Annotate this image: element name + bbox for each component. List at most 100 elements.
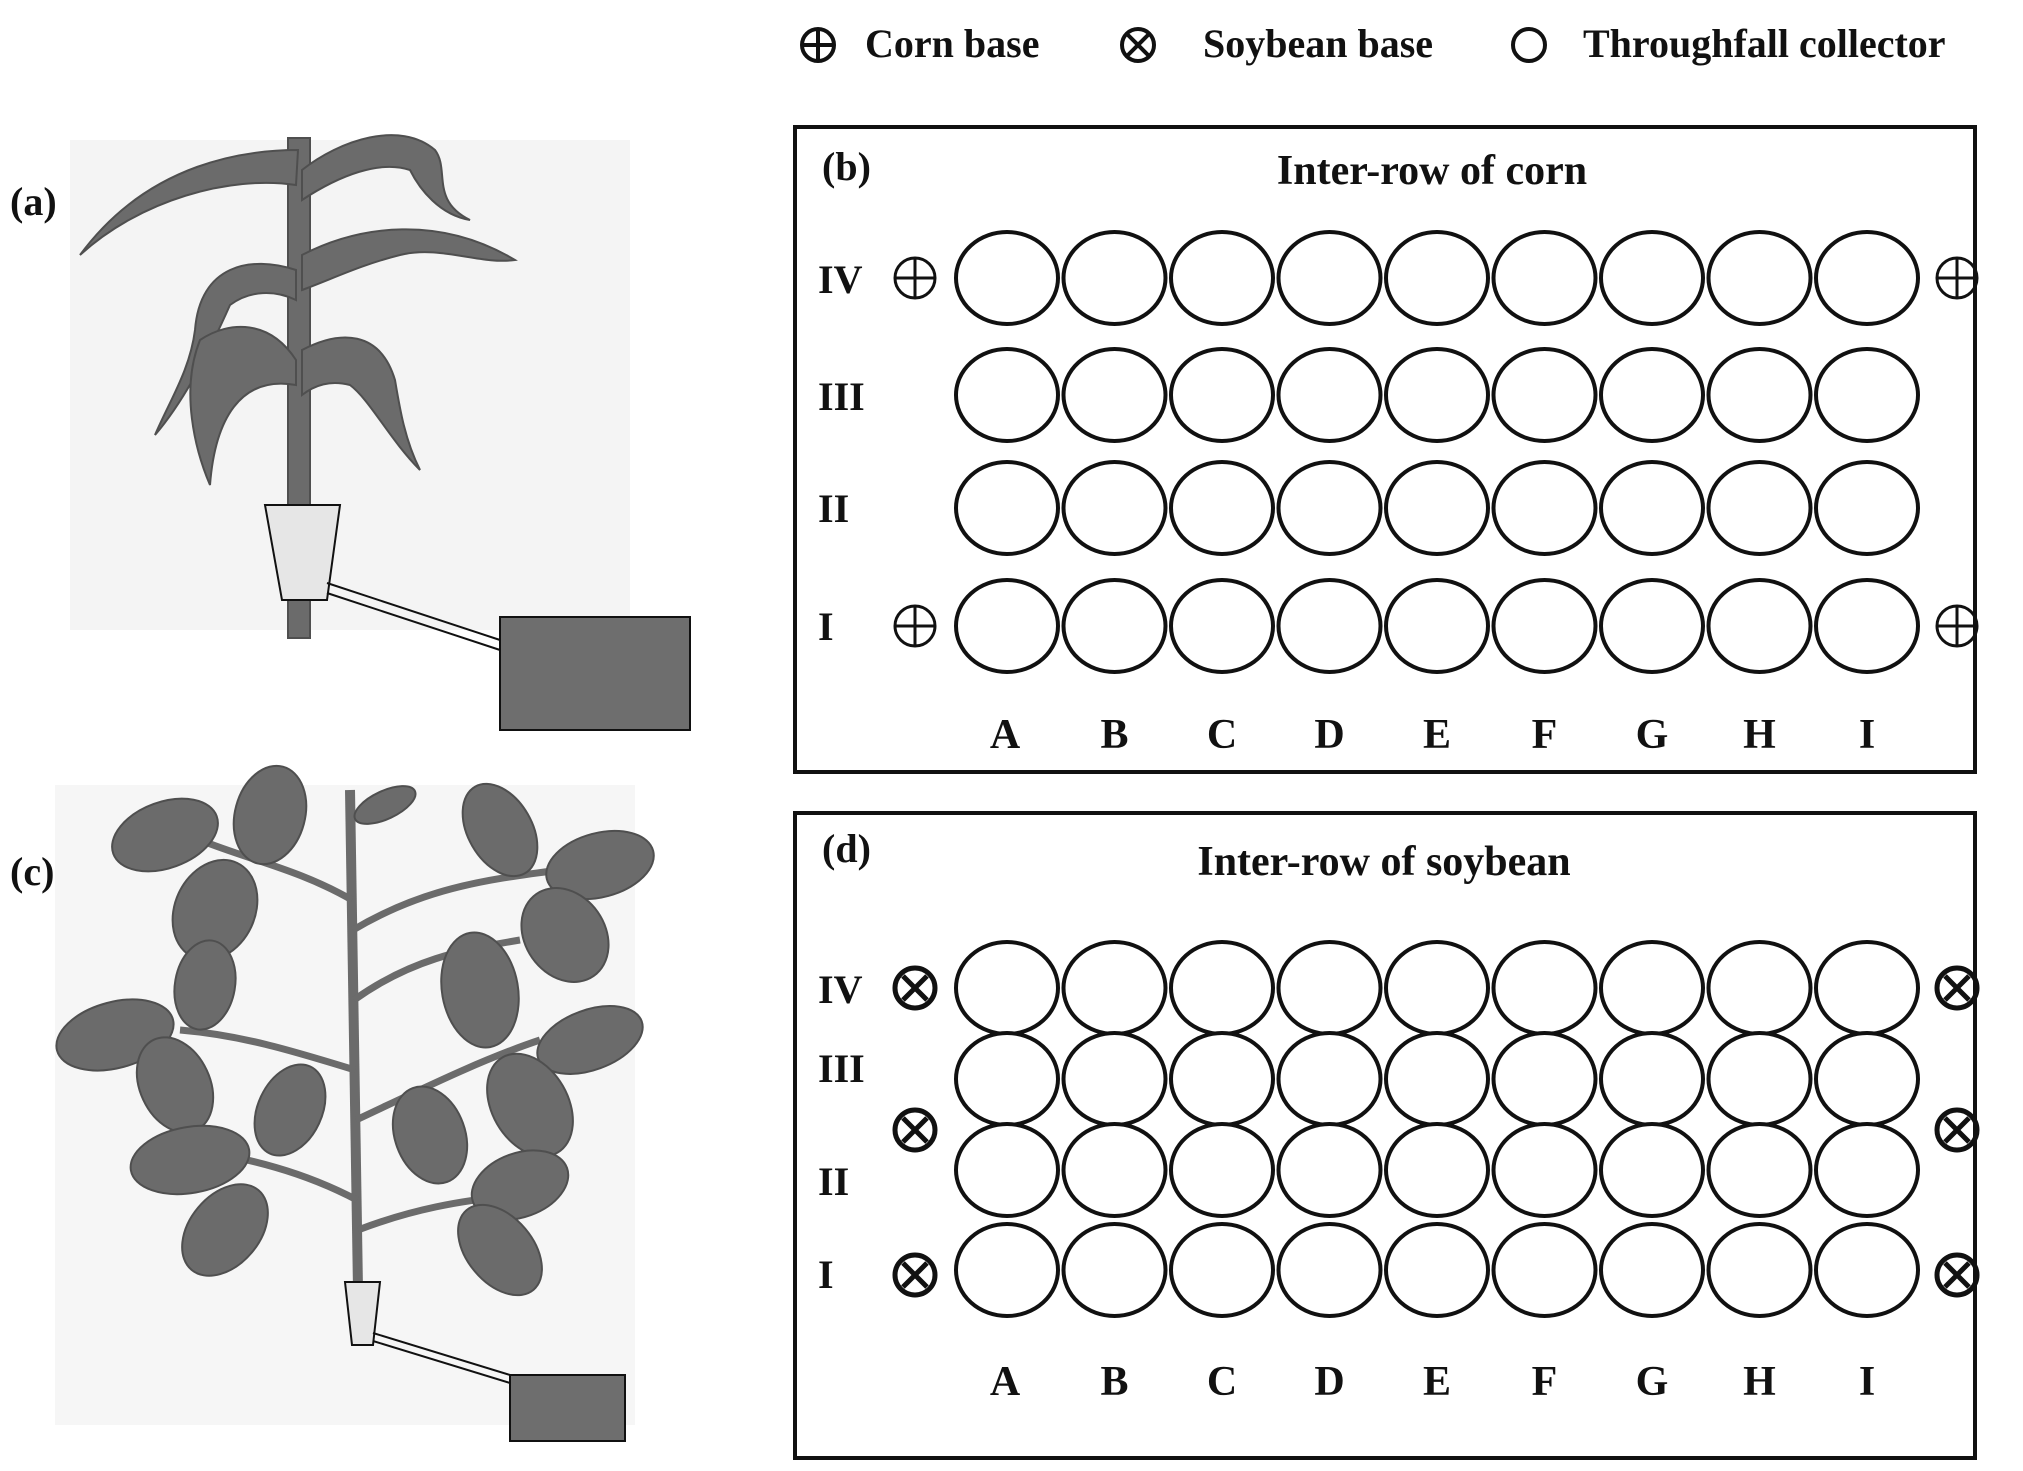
soybean-collector	[1276, 940, 1383, 1036]
soybean-collector	[1491, 1031, 1598, 1127]
corn-collector	[1169, 230, 1275, 326]
corn-collector	[1169, 347, 1275, 443]
soybean-column-label: C	[1207, 1359, 1237, 1405]
corn-column-label: A	[990, 712, 1021, 758]
soybean-collector	[1814, 1031, 1920, 1127]
soybean-row-label: IV	[818, 967, 863, 1012]
corn-collector	[1061, 578, 1168, 674]
collector-legend-icon	[1511, 27, 1547, 63]
soybean-collector	[1706, 940, 1813, 1036]
panel-c-label: (c)	[10, 849, 54, 894]
corn-base-legend-icon	[800, 27, 836, 63]
soybean-collector	[1706, 1222, 1813, 1318]
soybean-row-label: I	[818, 1252, 834, 1297]
corn-collector	[1814, 578, 1920, 674]
corn-collector	[1169, 460, 1275, 556]
soybean-plant-illustration	[55, 764, 655, 1442]
corn-collector	[1061, 230, 1168, 326]
soybean-collector	[1384, 1122, 1490, 1218]
corn-base-legend-label: Corn base	[865, 21, 1039, 66]
soybean-base-legend-icon	[1120, 27, 1156, 63]
corn-base-icon	[1935, 256, 1979, 300]
soybean-collector	[1061, 940, 1168, 1036]
corn-column-label: G	[1636, 712, 1669, 758]
soybean-collector	[1491, 1222, 1598, 1318]
soybean-column-label: G	[1636, 1359, 1669, 1405]
soybean-column-label: B	[1100, 1359, 1128, 1405]
corn-base-icon	[893, 604, 937, 648]
corn-collector	[1061, 347, 1168, 443]
corn-collector	[1599, 460, 1705, 556]
corn-collector	[1061, 460, 1168, 556]
soybean-base-icon	[892, 965, 938, 1011]
soybean-collector	[1169, 1122, 1275, 1218]
soybean-column-label: E	[1423, 1359, 1451, 1405]
corn-collector	[1384, 347, 1490, 443]
corn-base-icon	[1935, 604, 1979, 648]
corn-collector	[954, 230, 1060, 326]
soybean-column-label: H	[1743, 1359, 1776, 1405]
corn-collector	[1491, 347, 1598, 443]
corn-collector	[1814, 347, 1920, 443]
corn-collector	[1384, 460, 1490, 556]
soybean-row-label: III	[818, 1046, 865, 1091]
soybean-collector	[1276, 1122, 1383, 1218]
soybean-collector	[954, 1122, 1060, 1218]
soybean-collector	[1276, 1222, 1383, 1318]
corn-collector	[954, 460, 1060, 556]
corn-collector	[1814, 460, 1920, 556]
corn-row-label: IV	[818, 257, 863, 302]
soybean-column-label: I	[1859, 1359, 1875, 1405]
corn-collector	[1384, 578, 1490, 674]
corn-collector	[1706, 578, 1813, 674]
corn-column-label: B	[1100, 712, 1128, 758]
corn-collector	[1491, 578, 1598, 674]
soybean-row-label: II	[818, 1159, 849, 1204]
corn-collector	[1706, 460, 1813, 556]
panel-b-title: Inter-row of corn	[1277, 148, 1587, 194]
corn-column-label: H	[1743, 712, 1776, 758]
soybean-collector	[1814, 940, 1920, 1036]
corn-row-label: II	[818, 486, 849, 531]
corn-collector	[1599, 578, 1705, 674]
corn-row-label: I	[818, 604, 834, 649]
corn-collector	[1706, 230, 1813, 326]
soybean-base-icon	[892, 1107, 938, 1153]
soybean-base-icon	[1934, 1252, 1980, 1298]
corn-collector	[1276, 460, 1383, 556]
panel-b-label: (b)	[822, 144, 871, 189]
corn-row-label: III	[818, 374, 865, 419]
corn-collector	[1276, 347, 1383, 443]
soybean-collector	[1061, 1031, 1168, 1127]
soybean-collector	[1061, 1222, 1168, 1318]
soybean-collector	[1706, 1122, 1813, 1218]
soybean-base-icon	[1934, 965, 1980, 1011]
corn-column-label: C	[1207, 712, 1237, 758]
soybean-collector	[1384, 1222, 1490, 1318]
corn-collector	[954, 347, 1060, 443]
panel-d-label: (d)	[822, 826, 871, 871]
corn-collector	[1814, 230, 1920, 326]
corn-collector	[1491, 460, 1598, 556]
soybean-collector	[1599, 1122, 1705, 1218]
panel-b-frame	[793, 125, 1977, 774]
soybean-collector	[1599, 940, 1705, 1036]
corn-collector	[1169, 578, 1275, 674]
corn-collector	[1276, 578, 1383, 674]
corn-collector	[954, 578, 1060, 674]
soybean-collector	[1169, 1031, 1275, 1127]
panel-d-title: Inter-row of soybean	[1197, 839, 1570, 885]
corn-column-label: D	[1314, 712, 1344, 758]
panel-a-label: (a)	[10, 179, 57, 224]
soybean-collector	[954, 1031, 1060, 1127]
soybean-collector	[1169, 940, 1275, 1036]
soybean-base-icon	[1934, 1107, 1980, 1153]
soybean-collector	[1706, 1031, 1813, 1127]
soybean-collector	[954, 1222, 1060, 1318]
soybean-collector	[1814, 1222, 1920, 1318]
soybean-collector	[1599, 1031, 1705, 1127]
corn-collector	[1491, 230, 1598, 326]
collector-legend-label: Throughfall collector	[1583, 21, 1946, 66]
soybean-collector	[1599, 1222, 1705, 1318]
